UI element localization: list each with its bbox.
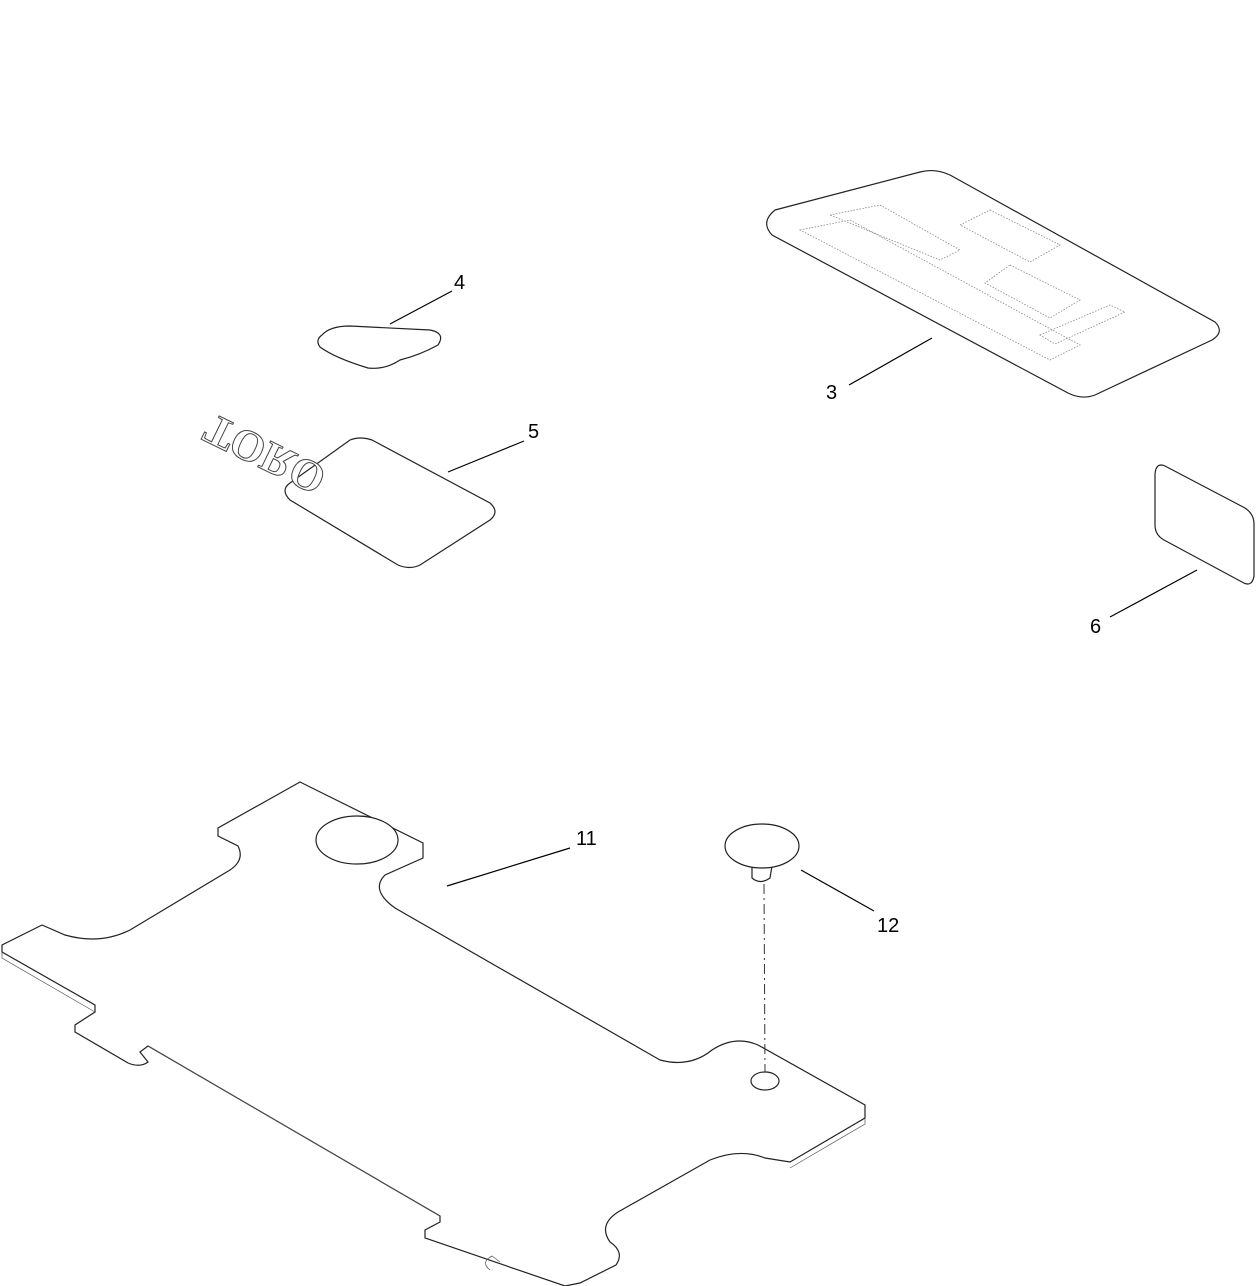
rivet-hole bbox=[750, 1071, 780, 1091]
part-5-toro-decal: TORO bbox=[196, 404, 496, 569]
callout-11: 11 bbox=[576, 828, 597, 850]
part-11-plate bbox=[1, 781, 866, 1286]
callout-6: 6 bbox=[1090, 616, 1101, 638]
assembly-centerline bbox=[763, 883, 766, 1073]
callout-12: 12 bbox=[877, 915, 899, 937]
part-4-decal bbox=[317, 325, 442, 369]
toro-logo: TORO bbox=[196, 404, 333, 504]
part-12-push-rivet bbox=[724, 823, 800, 1073]
callout-5: 5 bbox=[528, 421, 539, 443]
callout-3: 3 bbox=[826, 382, 837, 404]
callout-leaders bbox=[389, 290, 1198, 912]
part-6-decal bbox=[1154, 464, 1255, 585]
plate-circle-recess bbox=[315, 815, 399, 865]
callout-4: 4 bbox=[454, 272, 465, 294]
part-3-model-decal bbox=[766, 169, 1220, 398]
